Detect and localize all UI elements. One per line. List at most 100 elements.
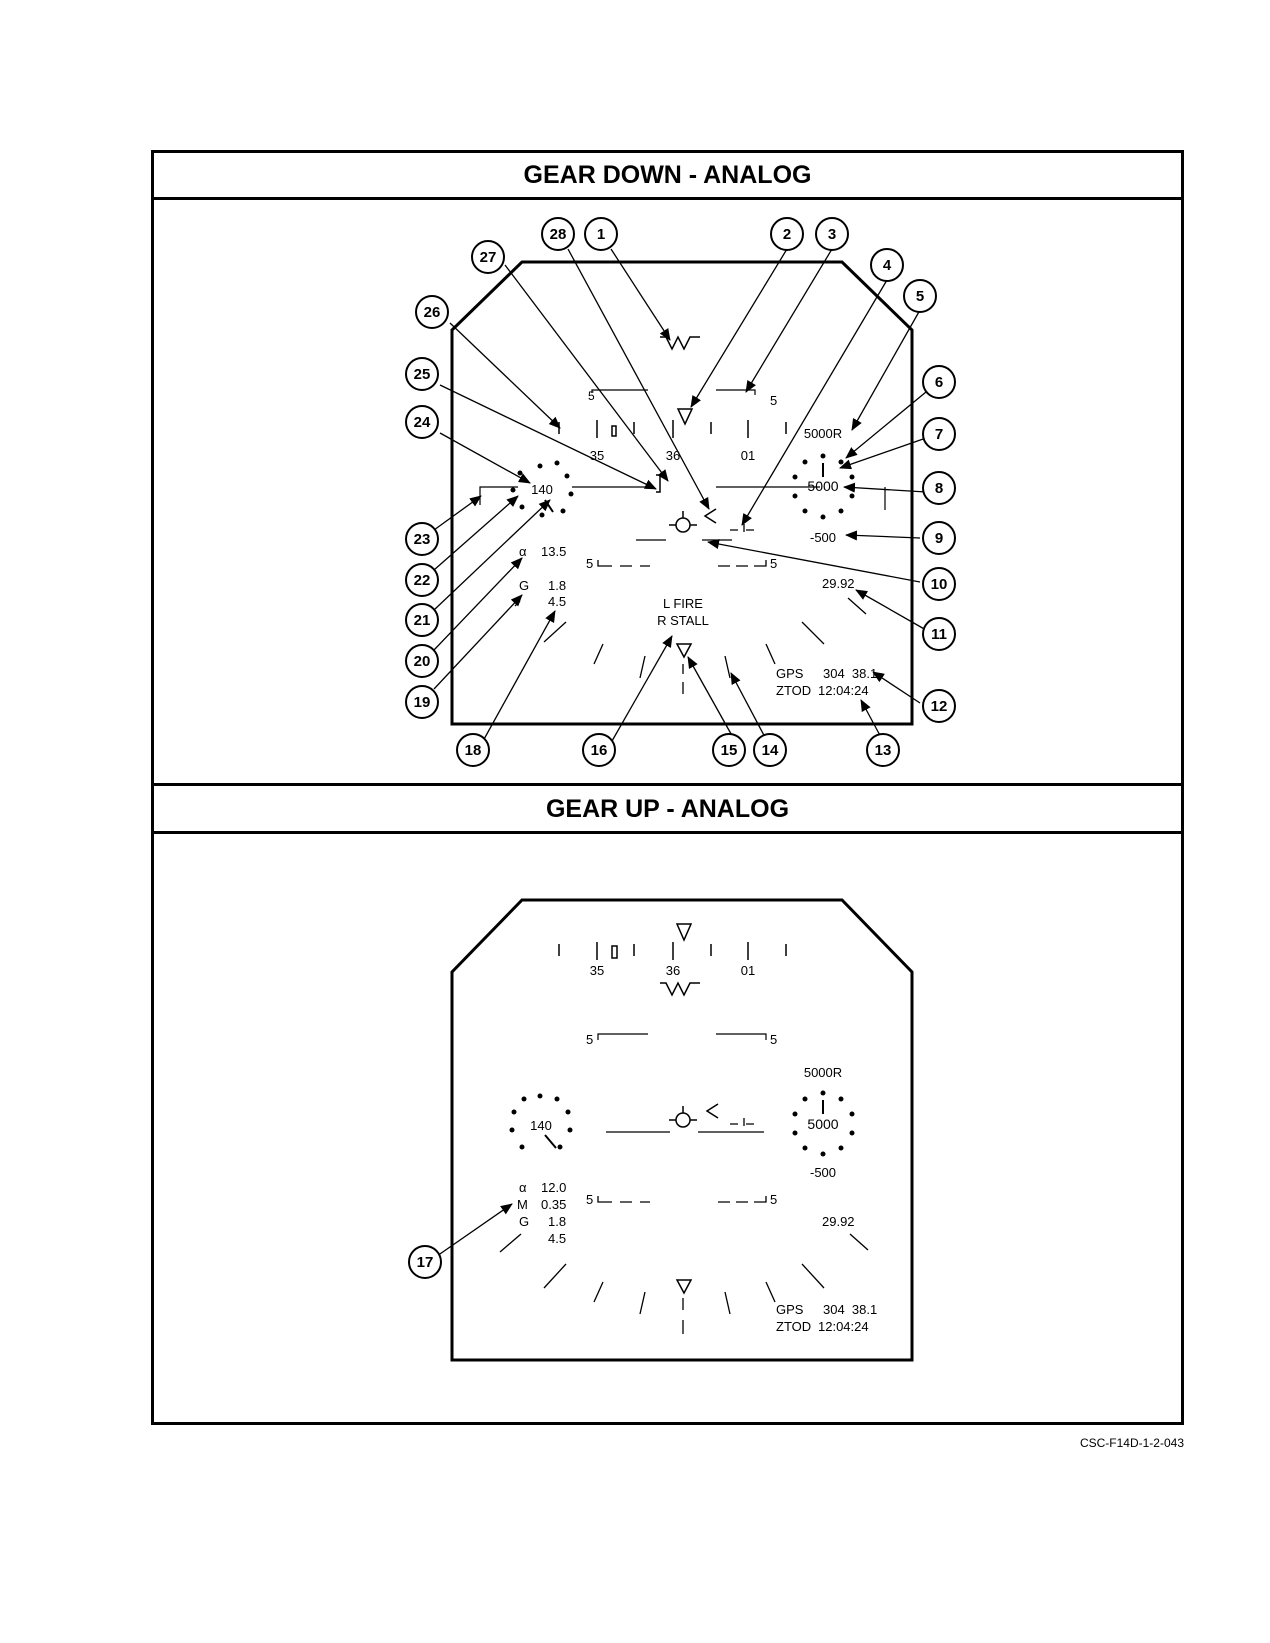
- callout-11: 11: [931, 626, 947, 643]
- callout-14: 14: [762, 742, 779, 759]
- waterline-wings: [636, 524, 754, 541]
- callout-18: 18: [465, 742, 482, 759]
- bank-pointer-icon: [675, 1279, 693, 1295]
- callout-21: 21: [414, 612, 431, 629]
- g-value: 1.8: [548, 578, 566, 593]
- pitch-label-upper-right: 5: [770, 393, 777, 408]
- warning-line: L FIRE: [663, 596, 703, 611]
- baro-setting: 29.92: [822, 576, 855, 591]
- aoa-value: 13.5: [541, 544, 566, 559]
- radar-altitude: 5000R: [804, 426, 842, 441]
- callout-27: 27: [480, 249, 497, 266]
- velocity-bracket: [656, 474, 661, 493]
- bank-scale-mark: [847, 597, 867, 615]
- callout-26: 26: [424, 304, 441, 321]
- mach-symbol: M: [517, 1197, 528, 1212]
- ztod-label: ZTOD: [776, 1319, 811, 1334]
- divider: [154, 197, 1181, 200]
- max-g-value: 4.5: [548, 594, 566, 609]
- altitude-dial: [792, 1090, 855, 1157]
- waterline-symbol: [660, 981, 700, 997]
- gps-label: GPS: [776, 666, 804, 681]
- heading-label: 35: [590, 963, 604, 978]
- callout-12: 12: [931, 698, 948, 715]
- pitch-bar-upper: [597, 1033, 767, 1040]
- gear-down-hud: 5 5 35 36 01 140: [405, 217, 956, 767]
- callout-24: 24: [414, 414, 431, 431]
- flight-path-marker-icon: [669, 511, 697, 533]
- aoa-symbol: α: [519, 544, 527, 559]
- callout-5: 5: [916, 288, 924, 305]
- callout-2: 2: [783, 226, 791, 243]
- callout-8: 8: [935, 480, 943, 497]
- radar-altitude: 5000R: [804, 1065, 842, 1080]
- aoa-caret-icon: [703, 508, 717, 524]
- callout-4: 4: [883, 257, 892, 274]
- callout-leader: [436, 1203, 513, 1257]
- pitch-bar-lower: [597, 1196, 767, 1203]
- heading-tape: [558, 420, 787, 438]
- callout-7: 7: [935, 426, 943, 443]
- pitch-label-upper-left: 5: [588, 389, 595, 403]
- pitch-label-lower-right: 5: [770, 556, 777, 571]
- heading-label: 36: [666, 963, 680, 978]
- ztod-label: ZTOD: [776, 683, 811, 698]
- hud-outline: [450, 260, 914, 726]
- warning-line: R STALL: [657, 613, 709, 628]
- callout-25: 25: [414, 366, 431, 383]
- baro-setting: 29.92: [822, 1214, 855, 1229]
- mach-value: 0.35: [541, 1197, 566, 1212]
- g-symbol: G: [519, 1214, 529, 1229]
- flight-path-marker-icon: [669, 1106, 697, 1128]
- callout-16: 16: [591, 742, 608, 759]
- aoa-caret-icon: [705, 1103, 719, 1119]
- divider: [154, 831, 1181, 834]
- callout-markers: [405, 217, 956, 767]
- altitude-readout: 5000: [807, 1116, 838, 1132]
- bank-scale: [543, 621, 825, 694]
- altitude-readout: 5000: [807, 478, 838, 494]
- hud-outline: [450, 898, 914, 1362]
- callout-23: 23: [414, 531, 431, 548]
- pitch-label-lower-left: 5: [586, 556, 593, 571]
- pitch-bar-lower: [597, 560, 767, 567]
- max-g-value: 4.5: [548, 1231, 566, 1246]
- pitch-bar-upper: [591, 389, 756, 395]
- callout-28: 28: [550, 226, 567, 243]
- bank-pointer-icon: [675, 643, 693, 659]
- callout-20: 20: [414, 653, 431, 670]
- figure-id: CSC-F14D-1-2-043: [1079, 1436, 1184, 1450]
- callout-9: 9: [935, 530, 943, 547]
- callout-marker: [408, 1245, 442, 1279]
- horizon-line: [606, 1118, 764, 1133]
- aoa-symbol: α: [519, 1180, 527, 1195]
- heading-label: 01: [741, 448, 755, 463]
- callout-leaders: [433, 248, 927, 742]
- gps-value: 304 38.1: [823, 666, 877, 681]
- pitch-label-upper-left: 5: [586, 1032, 593, 1047]
- ztod-value: 12:04:24: [818, 1319, 869, 1334]
- callout-6: 6: [935, 374, 943, 391]
- ztod-value: 12:04:24: [818, 683, 869, 698]
- divider: [154, 783, 1181, 786]
- figure-frame: GEAR DOWN - ANALOG GEAR UP - ANALOG: [151, 150, 1184, 1425]
- gear-up-hud: 35 36 01 5 5 5000R 140 5000 -500: [408, 898, 914, 1362]
- heading-caret-icon: [675, 923, 693, 942]
- pitch-label-lower-right: 5: [770, 1192, 777, 1207]
- heading-label: 01: [741, 963, 755, 978]
- horizon-line: [479, 486, 886, 510]
- airspeed-readout: 140: [530, 1118, 552, 1133]
- gear-down-title: GEAR DOWN - ANALOG: [523, 161, 812, 189]
- callout-22: 22: [414, 572, 431, 589]
- gps-label: GPS: [776, 1302, 804, 1317]
- heading-label: 36: [666, 448, 680, 463]
- callout-15: 15: [721, 742, 738, 759]
- g-value: 1.8: [548, 1214, 566, 1229]
- callout-19: 19: [414, 694, 431, 711]
- callout-10: 10: [931, 576, 948, 593]
- bank-scale: [499, 1233, 869, 1334]
- pitch-label-upper-right: 5: [770, 1032, 777, 1047]
- vertical-velocity: -500: [810, 1165, 836, 1180]
- g-symbol: G: [519, 578, 529, 593]
